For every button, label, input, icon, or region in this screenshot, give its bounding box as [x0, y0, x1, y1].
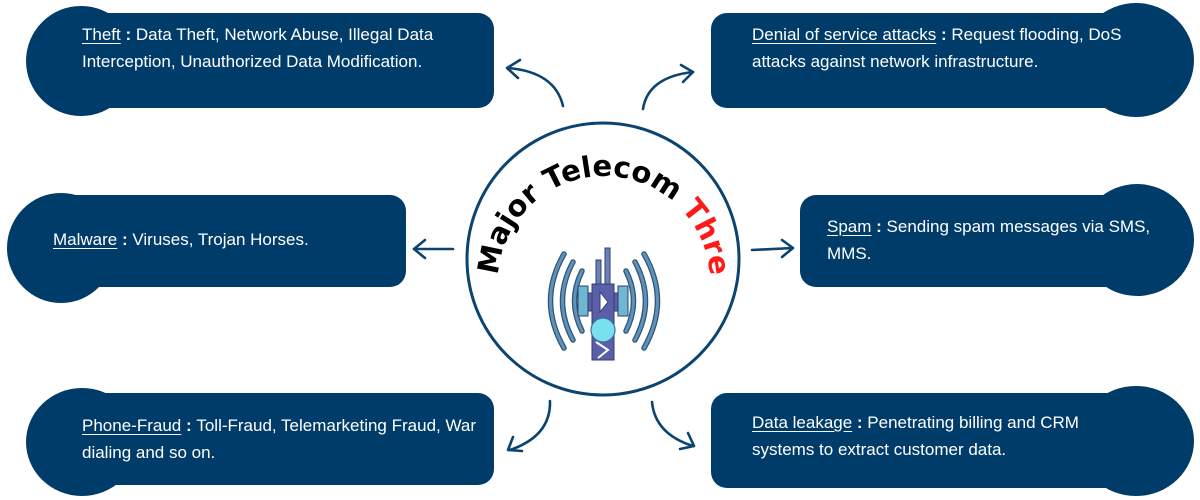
- separator: :: [936, 25, 952, 44]
- arrow-to-theft: [505, 58, 565, 108]
- threat-term: Malware: [53, 230, 118, 249]
- separator: :: [120, 25, 136, 44]
- threat-description: Penetrating billing and CRM systems to e…: [752, 413, 1079, 459]
- threat-card-dos: Denial of service attacks : Request floo…: [700, 0, 1200, 120]
- arrow-to-dos: [641, 63, 695, 111]
- separator: :: [871, 217, 887, 236]
- card-body: [50, 195, 406, 287]
- threat-card-malware: Malware : Viruses, Trojan Horses.: [0, 180, 420, 303]
- arrow-to-spam: [750, 238, 795, 259]
- threat-description: Data Theft, Network Abuse, Illegal Data …: [82, 25, 434, 71]
- threat-term: Denial of service attacks: [752, 25, 937, 44]
- card-body: [711, 393, 1141, 488]
- threat-description: Toll-Fraud, Telemarketing Fraud, War dia…: [82, 416, 476, 462]
- card-text: Data leakage : Penetrating billing and C…: [752, 409, 1137, 463]
- threat-term: Phone-Fraud: [82, 416, 182, 435]
- card-body: [70, 393, 494, 485]
- arrow-to-malware: [412, 238, 455, 260]
- card-text: Phone-Fraud : Toll-Fraud, Telemarketing …: [82, 412, 482, 466]
- threat-term: Spam: [827, 217, 872, 236]
- card-body: [70, 13, 494, 108]
- arrow-to-data-leakage: [650, 400, 696, 451]
- threat-term: Theft: [82, 25, 121, 44]
- card-text: Spam : Sending spam messages via SMS, MM…: [827, 213, 1177, 267]
- card-text: Malware : Viruses, Trojan Horses.: [53, 226, 403, 253]
- card-body: [800, 195, 1140, 287]
- threat-card-phone-fraud: Phone-Fraud : Toll-Fraud, Telemarketing …: [0, 380, 500, 500]
- separator: :: [181, 416, 197, 435]
- card-body: [711, 13, 1141, 108]
- threat-description: Request flooding, DoS attacks against ne…: [752, 25, 1122, 71]
- threat-card-theft: Theft : Data Theft, Network Abuse, Illeg…: [0, 0, 500, 120]
- center-ring: [465, 121, 741, 397]
- card-text: Theft : Data Theft, Network Abuse, Illeg…: [82, 21, 482, 75]
- threat-description: Sending spam messages via SMS, MMS.: [827, 217, 1151, 263]
- threat-term: Data leakage: [752, 413, 853, 432]
- threat-card-spam: Spam : Sending spam messages via SMS, MM…: [790, 180, 1200, 300]
- threat-description: Viruses, Trojan Horses.: [132, 230, 309, 249]
- cell-tower-icon: [547, 247, 661, 361]
- card-text: Denial of service attacks : Request floo…: [752, 21, 1132, 75]
- separator: :: [117, 230, 133, 249]
- separator: :: [852, 413, 868, 432]
- threat-card-data-leakage: Data leakage : Penetrating billing and C…: [700, 380, 1200, 500]
- arrow-to-phone-fraud: [506, 399, 552, 453]
